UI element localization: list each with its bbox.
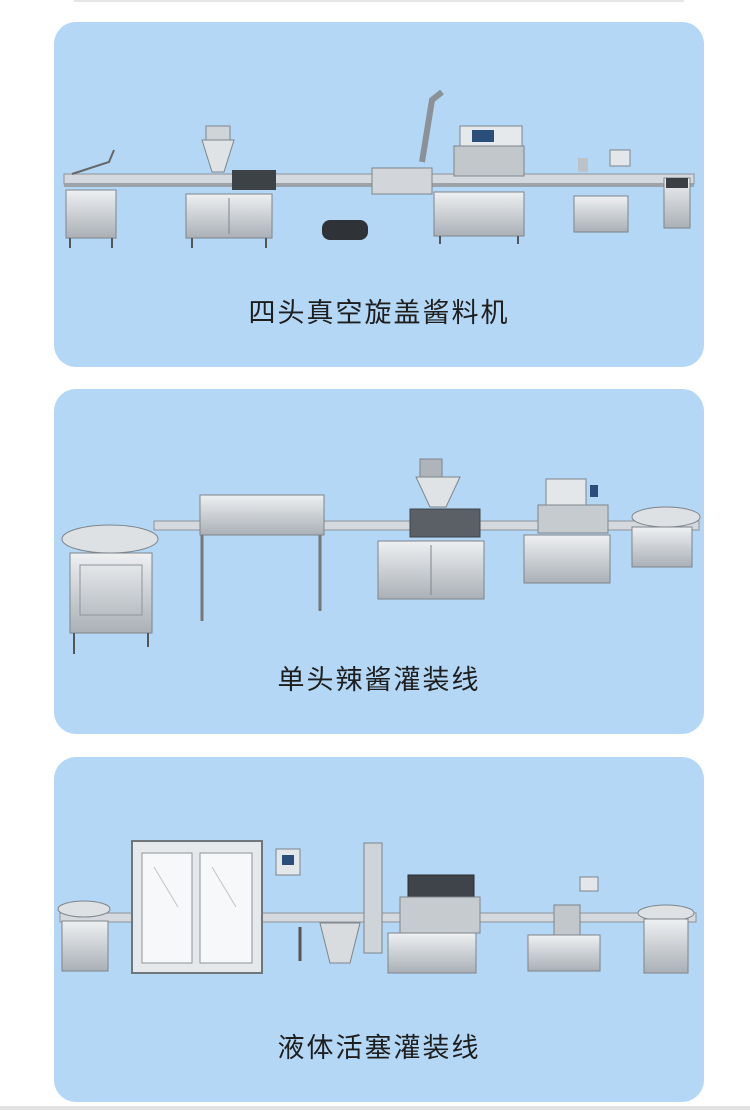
production-line-image xyxy=(61,458,701,654)
product-card[interactable]: 液体活塞灌装线 xyxy=(54,757,704,1102)
product-caption: 四头真空旋盖酱料机 xyxy=(248,298,510,329)
bottom-divider xyxy=(0,1106,750,1110)
production-line-image xyxy=(63,89,695,248)
top-divider xyxy=(74,0,684,2)
product-card[interactable]: 单头辣酱灌装线 xyxy=(54,389,704,734)
production-line-image xyxy=(57,840,697,974)
product-caption: 液体活塞灌装线 xyxy=(277,1033,481,1064)
product-card[interactable]: 四头真空旋盖酱料机 xyxy=(54,22,704,367)
product-caption: 单头辣酱灌装线 xyxy=(277,665,481,696)
